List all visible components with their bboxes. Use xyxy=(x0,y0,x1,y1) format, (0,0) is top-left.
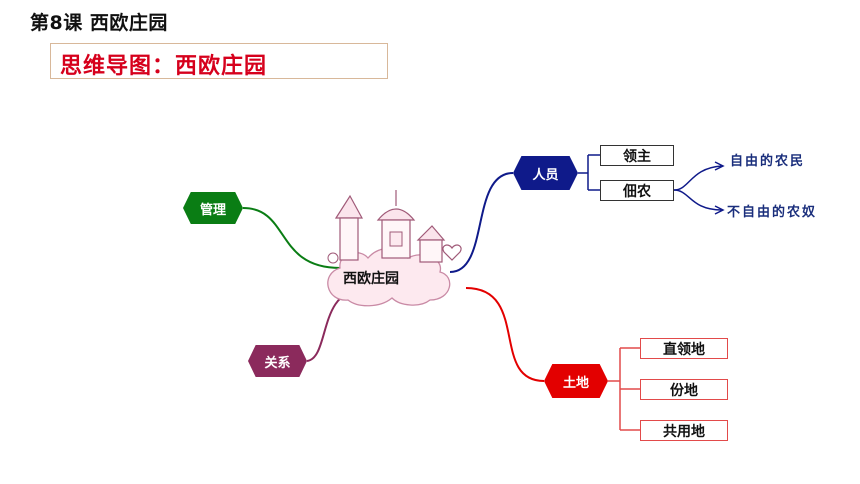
connector-land xyxy=(465,287,545,382)
connector-free-peasant xyxy=(673,165,723,191)
mindmap-title: 思维导图：西欧庄园 xyxy=(60,54,268,79)
branch-people: 人员 xyxy=(513,156,578,190)
tenant-free-peasant: 自由的农民 xyxy=(730,154,806,169)
center-node-label: 西欧庄园 xyxy=(343,271,399,287)
connector-people xyxy=(449,172,514,273)
connector-serf xyxy=(673,189,723,211)
leaf-lord-label: 领主 xyxy=(623,148,651,165)
manor-illustration xyxy=(327,190,462,307)
bracket-land xyxy=(608,347,640,431)
leaf-common-land: 共用地 xyxy=(640,420,728,441)
tenant-serf: 不自由的农奴 xyxy=(727,205,818,220)
leaf-tenant-label: 佃农 xyxy=(623,183,651,200)
connector-management xyxy=(242,207,341,269)
leaf-common-land-label: 共用地 xyxy=(663,423,705,440)
mindmap-title-box: 思维导图：西欧庄园 xyxy=(50,43,388,79)
bracket-people xyxy=(578,154,600,191)
branch-land-label: 土地 xyxy=(562,375,589,391)
leaf-lord: 领主 xyxy=(600,145,674,166)
branch-management-label: 管理 xyxy=(199,202,226,218)
leaf-allotment-label: 份地 xyxy=(670,382,698,399)
branch-relations: 关系 xyxy=(248,345,307,377)
branch-relations-label: 关系 xyxy=(264,355,291,371)
arrow-free-peasant xyxy=(714,161,725,171)
branch-management: 管理 xyxy=(183,192,243,224)
branch-land: 土地 xyxy=(544,364,608,398)
leaf-demesne-label: 直领地 xyxy=(663,341,705,358)
branch-people-label: 人员 xyxy=(532,167,559,183)
arrow-serf xyxy=(714,205,725,215)
leaf-allotment: 份地 xyxy=(640,379,728,400)
leaf-demesne: 直领地 xyxy=(640,338,728,359)
leaf-tenant: 佃农 xyxy=(600,180,674,201)
lesson-title: 第8课 西欧庄园 xyxy=(30,12,168,34)
